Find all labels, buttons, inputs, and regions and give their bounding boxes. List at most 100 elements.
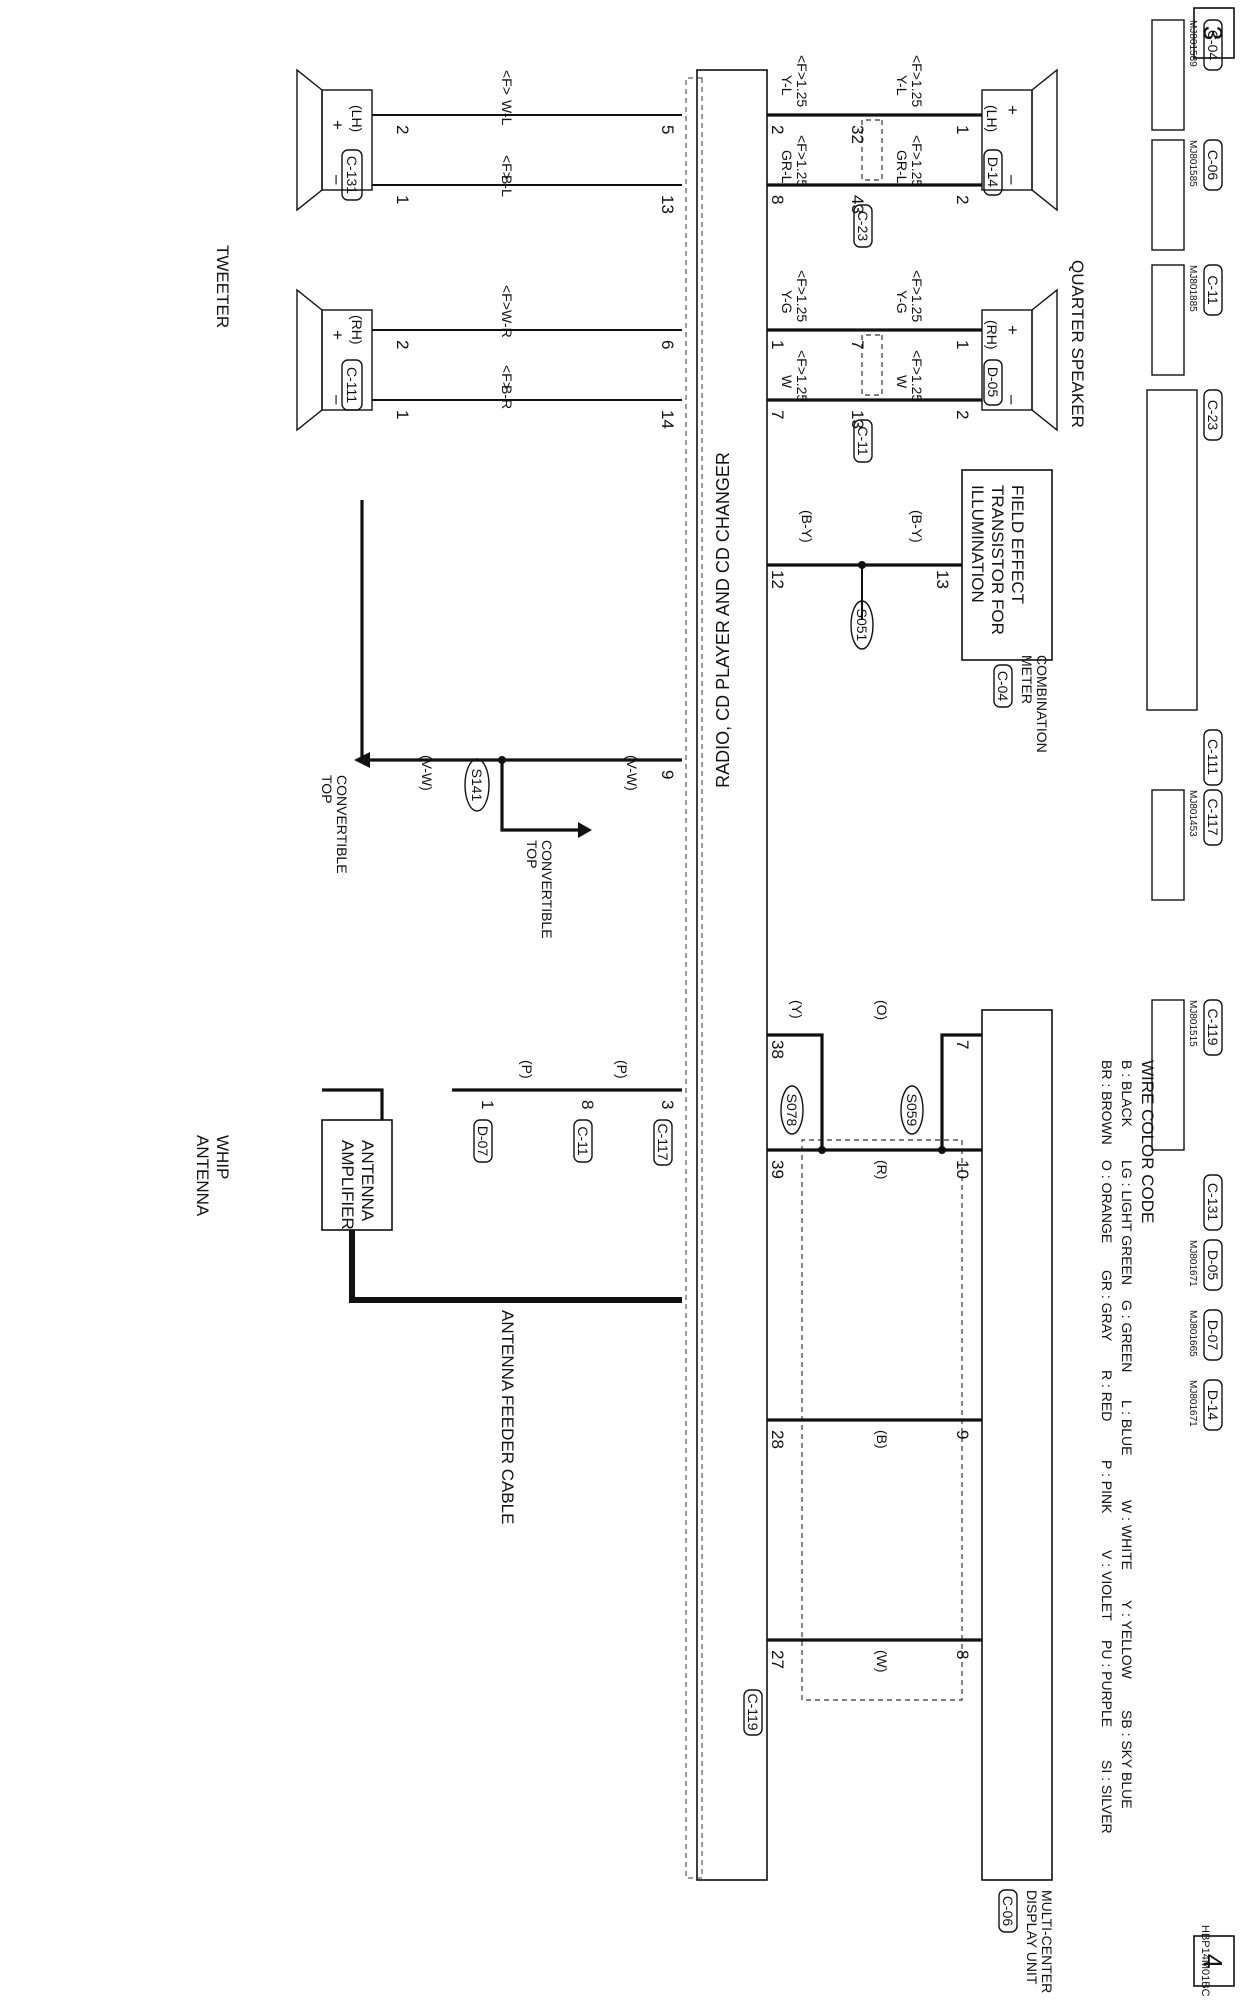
cm-conn-box bbox=[993, 664, 1013, 708]
splice-s051: S051 bbox=[854, 609, 870, 642]
pin-fet-13: 13 bbox=[933, 570, 952, 589]
quarter-speaker-lh: + – (LH) D-14 bbox=[981, 68, 1058, 212]
face-c06-id: C-06 bbox=[1205, 150, 1221, 181]
pin-quarter-rh-minus: 2 bbox=[953, 410, 972, 419]
wire-qrh-minus-size-b: <F>1.25 bbox=[794, 350, 810, 402]
face-d07-code: MJ801665 bbox=[1187, 1310, 1198, 1357]
face-d07-tag bbox=[1203, 1309, 1223, 1361]
face-c119-code: MJ801515 bbox=[1187, 1000, 1198, 1047]
quarter-rh-minus: – bbox=[1003, 395, 1022, 405]
conn-c23-box bbox=[853, 204, 873, 248]
face-c117-id: C-117 bbox=[1205, 798, 1221, 835]
radio-unit-shield bbox=[685, 77, 703, 1879]
legend-row2-4: P : PINK bbox=[1099, 1460, 1115, 1514]
face-d14-tag bbox=[1203, 1379, 1223, 1431]
quarter-lh-side: (LH) bbox=[984, 105, 1000, 132]
pin-radio-7: 7 bbox=[768, 410, 787, 419]
wire-p-upper: (P) bbox=[519, 1060, 535, 1079]
wire-qrh-plus-size-b: <F>1.25 bbox=[794, 270, 810, 322]
junction-s078 bbox=[818, 1146, 826, 1154]
pin-c23-43: 43 bbox=[848, 195, 867, 214]
face-c11-grid bbox=[1151, 264, 1185, 376]
tweeter-lh: + – (LH) C-131 bbox=[296, 68, 373, 212]
pin-tweeter-rh-plus: 2 bbox=[393, 340, 412, 349]
face-d05-id: D-05 bbox=[1205, 1250, 1221, 1281]
amp-label-1: ANTENNA bbox=[358, 1140, 377, 1222]
pin-d07-1: 1 bbox=[478, 1100, 497, 1109]
quarter-rh-side: (RH) bbox=[984, 320, 1000, 350]
pin-quarter-lh-minus: 2 bbox=[953, 195, 972, 204]
face-c119-grid bbox=[1151, 999, 1185, 1151]
face-view-d05: D-05 MJ801671 bbox=[1187, 1239, 1223, 1291]
tweeter-lh-side: (LH) bbox=[349, 105, 365, 132]
wire-qrh-plus-color-b: Y-G bbox=[779, 290, 795, 314]
tweeter-group-label: TWEETER bbox=[213, 245, 232, 328]
pin-c117-3: 3 bbox=[658, 1100, 677, 1109]
pin-radio-9: 9 bbox=[658, 770, 677, 779]
pin-radio-8: 8 bbox=[768, 195, 787, 204]
face-d05-tag bbox=[1203, 1239, 1223, 1291]
face-view-d14: D-14 MJ801671 bbox=[1187, 1379, 1223, 1431]
face-view-c11: C-11 MJ801885 bbox=[1151, 264, 1223, 376]
quarter-lh-cone bbox=[1031, 68, 1058, 212]
tweeter-lh-cone bbox=[296, 68, 323, 212]
pin-mc-7: 7 bbox=[953, 1040, 972, 1049]
convertible-top-label-a1: CONVERTIBLE bbox=[334, 775, 350, 874]
pin-quarter-lh-plus: 1 bbox=[953, 125, 972, 134]
legend-row2-3: R : RED bbox=[1099, 1370, 1115, 1421]
page-marker-top: 3 bbox=[1198, 26, 1228, 40]
conn-c11: C-11 bbox=[855, 426, 871, 456]
tweeter-lh-plus: + bbox=[328, 120, 347, 130]
mc-label-2: DISPLAY UNIT bbox=[1024, 1890, 1040, 1985]
conn-c119: C-119 bbox=[745, 1693, 761, 1730]
legend-row1-0: B : BLACK bbox=[1119, 1060, 1135, 1128]
face-c04-grid bbox=[1151, 19, 1185, 131]
wire-qlh-plus-size-b: <F>1.25 bbox=[794, 55, 810, 107]
legend-row2-2: GR : GRAY bbox=[1099, 1270, 1115, 1342]
wire-mc-o-label: (O) bbox=[874, 1000, 890, 1020]
conn-c11-b: C-11 bbox=[575, 1126, 591, 1156]
wire-mc-o bbox=[940, 1033, 982, 1150]
pin-radio-13-a: 13 bbox=[658, 195, 677, 214]
feeder-label: ANTENNA FEEDER CABLE bbox=[498, 1310, 517, 1524]
pin-c23-32: 32 bbox=[848, 125, 867, 144]
face-view-d07: D-07 MJ801665 bbox=[1187, 1309, 1223, 1361]
face-c06-tag bbox=[1203, 139, 1223, 191]
wire-tweeter-lh-plus-color: W-L bbox=[499, 100, 515, 126]
wire-vw-upper: (V-W) bbox=[419, 755, 435, 791]
quarter-lh-plus: + bbox=[1003, 105, 1022, 115]
wire-antenna-p bbox=[322, 1088, 384, 1120]
tweeter-lh-minus: – bbox=[328, 175, 347, 185]
legend-row1-3: L : BLUE bbox=[1119, 1400, 1135, 1456]
cm-label-2: METER bbox=[1019, 655, 1035, 704]
legend-row1-5: Y : YELLOW bbox=[1119, 1600, 1135, 1680]
pin-tweeter-rh-minus: 1 bbox=[393, 410, 412, 419]
legend-row1-6: SB : SKY BLUE bbox=[1119, 1710, 1135, 1809]
face-c11-tag bbox=[1203, 264, 1223, 316]
wire-p-lower: (P) bbox=[614, 1060, 630, 1079]
tweeter-rh-conn-box bbox=[341, 359, 363, 411]
face-view-c117: C-117 MJ801453 bbox=[1151, 789, 1223, 901]
face-c11-id: C-11 bbox=[1205, 275, 1221, 305]
wire-qlh-minus-size-a: <F>1.25 bbox=[909, 135, 925, 187]
face-c131-tag bbox=[1203, 1174, 1223, 1231]
wire-qlh-plus-color-b: Y-L bbox=[779, 75, 795, 96]
splice-s059-box bbox=[900, 1085, 924, 1135]
arrow-convertible-top-b bbox=[578, 822, 592, 838]
splice-s078-box bbox=[780, 1085, 804, 1135]
face-c23-tag bbox=[1203, 389, 1223, 441]
face-c04-code: MJ801589 bbox=[1187, 20, 1198, 67]
wire-mc-b-label: (B) bbox=[874, 1430, 890, 1449]
face-c04-tag bbox=[1203, 19, 1223, 71]
radio-unit-box bbox=[696, 69, 768, 1881]
wire-qlh-plus-size-a: <F>1.25 bbox=[909, 55, 925, 107]
legend-row2-1: O : ORANGE bbox=[1099, 1160, 1115, 1243]
legend-title: WIRE COLOR CODE bbox=[1138, 1060, 1157, 1223]
pin-radio-2: 2 bbox=[768, 125, 787, 134]
face-view-c04: C-04 MJ801589 bbox=[1151, 19, 1223, 131]
wire-mc-r-label: (R) bbox=[874, 1160, 890, 1179]
quarter-rh-cone bbox=[1031, 288, 1058, 432]
wire-qrh-plus-size-a: <F>1.25 bbox=[909, 270, 925, 322]
